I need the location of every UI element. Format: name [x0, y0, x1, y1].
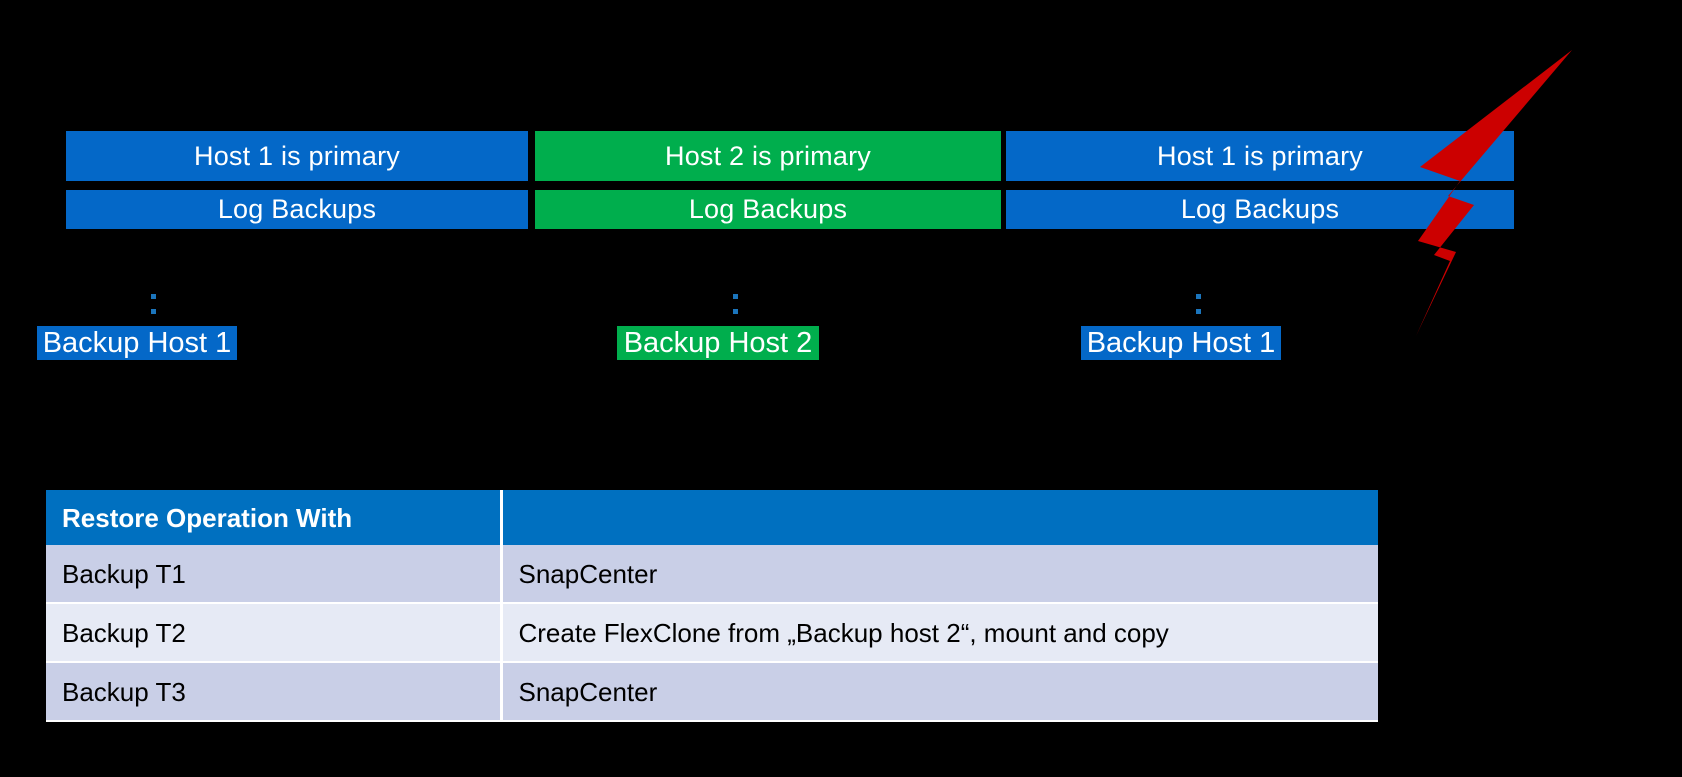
table-row: Backup T1 SnapCenter — [46, 545, 1378, 603]
timeline-segment-2-primary-label: Host 2 is primary — [665, 140, 871, 171]
table-row: Backup T2 Create FlexClone from „Backup … — [46, 603, 1378, 662]
timeline-segment-1-primary-label: Host 1 is primary — [194, 140, 400, 171]
table-header-operation: Restore Operation With — [46, 490, 503, 545]
table-cell-operation: Backup T1 — [46, 545, 503, 603]
backup-host-label-3: Backup Host 1 — [1081, 326, 1281, 360]
timeline-segment-2-logs-label: Log Backups — [688, 194, 848, 224]
backup-host-label-3-text: Backup Host 1 — [1086, 326, 1276, 359]
timeline-segment-2-logs: Log Backups — [535, 190, 1001, 229]
backup-host-label-2: Backup Host 2 — [617, 326, 819, 360]
lightning-bolt-icon — [1416, 50, 1572, 336]
timeline-segment-1-primary: Host 1 is primary — [66, 131, 528, 181]
timeline-segment-1-logs: Log Backups — [66, 190, 528, 229]
table-header-method — [501, 490, 1378, 545]
timeline-segment-2-primary: Host 2 is primary — [535, 131, 1001, 181]
timeline-segment-1-logs-label: Log Backups — [217, 194, 377, 224]
restore-operations-table: Restore Operation With Backup T1 SnapCen… — [46, 490, 1378, 722]
timeline-segment-3-primary: Host 1 is primary — [1006, 131, 1514, 181]
table-row: Backup T3 SnapCenter — [46, 662, 1378, 721]
timeline-segment-3-primary-label: Host 1 is primary — [1157, 140, 1363, 171]
table-cell-operation: Backup T3 — [46, 662, 503, 721]
backup-host-label-1: Backup Host 1 — [37, 326, 237, 360]
table-cell-method: SnapCenter — [501, 662, 1378, 721]
timeline-segment-3-logs-label: Log Backups — [1180, 194, 1340, 224]
connector-dots-3 — [1196, 294, 1201, 318]
connector-dots-2 — [733, 294, 738, 318]
table-cell-operation: Backup T2 — [46, 603, 503, 662]
table-cell-method: Create FlexClone from „Backup host 2“, m… — [501, 603, 1378, 662]
backup-host-label-2-text: Backup Host 2 — [623, 326, 813, 359]
table-cell-method: SnapCenter — [501, 545, 1378, 603]
connector-dots-1 — [151, 294, 156, 318]
timeline-segment-3-logs: Log Backups — [1006, 190, 1514, 229]
table-header-row: Restore Operation With — [46, 490, 1378, 545]
backup-host-label-1-text: Backup Host 1 — [42, 326, 232, 359]
